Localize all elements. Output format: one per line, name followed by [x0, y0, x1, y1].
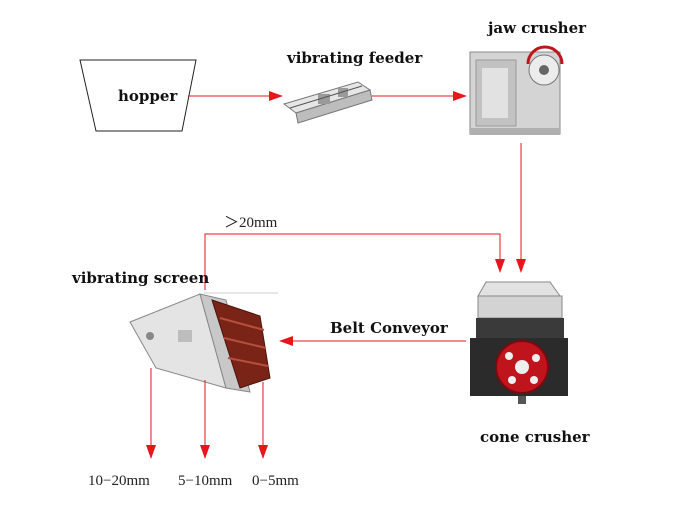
output-10-20mm-label: 10−20mm — [88, 473, 150, 489]
belt-conveyor-label: Belt Conveyor — [330, 319, 448, 337]
jaw-crusher-machine — [469, 45, 564, 135]
vibrating-feeder-machine — [282, 81, 373, 124]
hopper-shape — [79, 59, 197, 132]
hopper-label: hopper — [118, 87, 178, 105]
output-0-5mm-label: 0−5mm — [252, 473, 299, 489]
arrow-oversize-return — [204, 233, 505, 290]
vibrating-screen-machine — [129, 292, 278, 393]
output-5-10mm-label: 5−10mm — [178, 473, 233, 489]
oversize-label: ＞20mm — [224, 215, 278, 231]
cone-crusher-label: cone crusher — [480, 428, 590, 446]
jaw-crusher-label: jaw crusher — [488, 19, 587, 37]
flow-arrows — [146, 91, 526, 459]
vibrating-feeder-label: vibrating feeder — [287, 49, 423, 67]
vibrating-screen-label: vibrating screen — [72, 269, 210, 287]
cone-crusher-machine — [470, 281, 568, 404]
